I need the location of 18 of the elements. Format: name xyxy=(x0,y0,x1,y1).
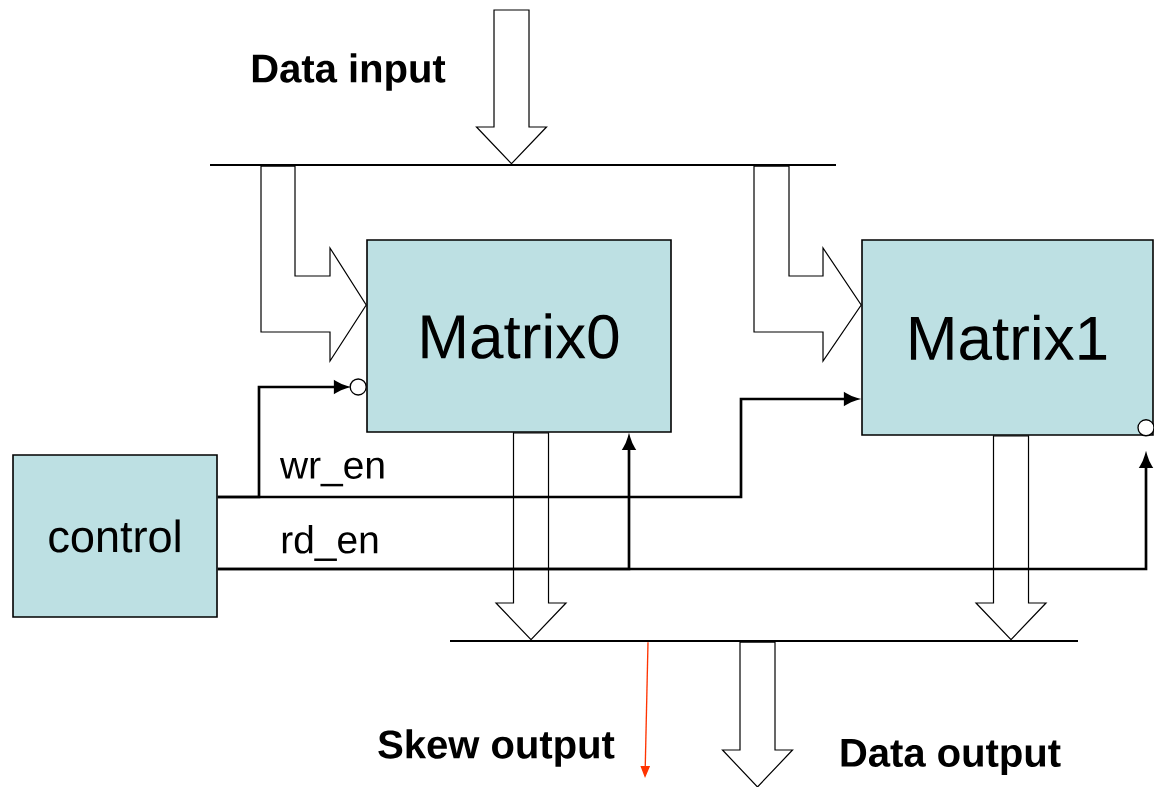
port-label: Skew output xyxy=(378,729,615,767)
port-label: Data input xyxy=(252,53,446,91)
signal-arrow xyxy=(217,392,858,499)
bus-line xyxy=(210,164,836,166)
block-arrow xyxy=(260,165,367,364)
block-arrow xyxy=(753,165,862,363)
block-box: Matrix1 xyxy=(861,239,1154,436)
control-box: control xyxy=(12,454,218,618)
signal-label: wr_en xyxy=(279,457,384,487)
signal-arrow xyxy=(217,419,1154,571)
block-arrow xyxy=(974,435,1048,641)
port-label: Data output xyxy=(841,739,1061,775)
block-arrow xyxy=(721,641,794,787)
signal-label: rd_en xyxy=(282,525,378,561)
bus-line xyxy=(450,640,1078,642)
block-box: Matrix0 xyxy=(366,239,672,433)
block-arrow xyxy=(494,432,568,641)
block-arrow xyxy=(475,9,548,165)
